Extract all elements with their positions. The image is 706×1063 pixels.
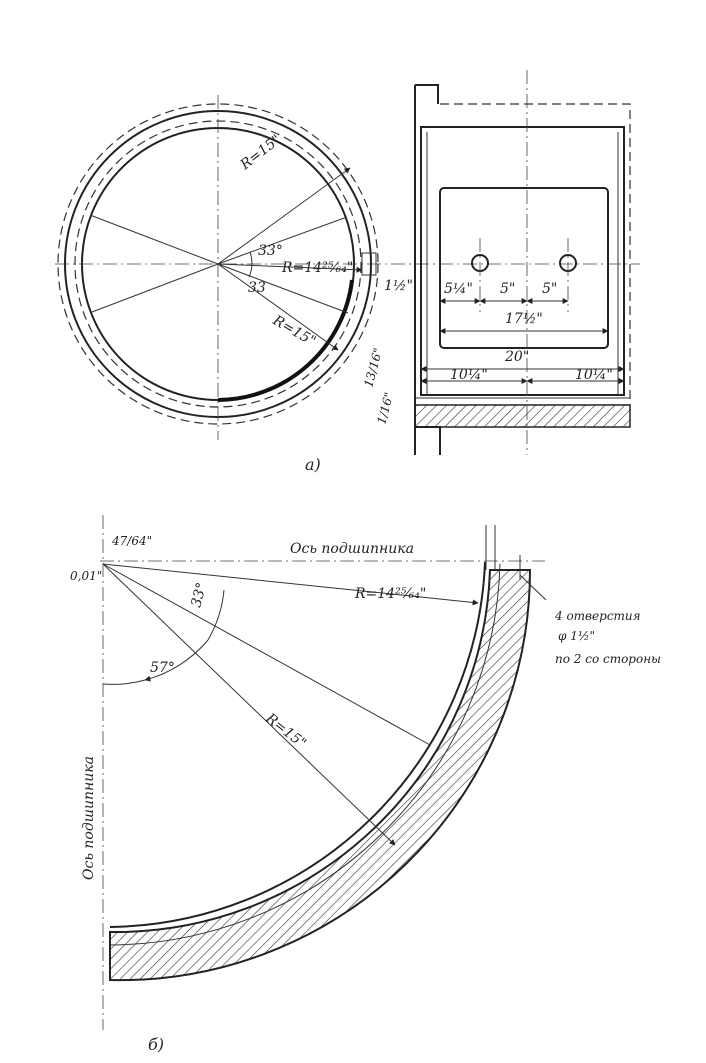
r-outer-label: R=15" <box>237 132 284 174</box>
radius-33-down <box>217 263 349 314</box>
gap-box <box>361 252 377 276</box>
dim-116-label: 1/16" <box>374 391 396 426</box>
dim-1316-label: 13/16" <box>361 346 385 388</box>
angle-33-label: 33° <box>188 581 210 609</box>
angle-33-arc <box>207 589 225 641</box>
horizontal-axis-label: Ось подшипника <box>290 541 414 557</box>
view-a-caption: а) <box>305 455 321 474</box>
groove-window <box>439 187 609 349</box>
angle-top-label: 33° <box>258 243 283 259</box>
radius-outer-line <box>102 563 396 846</box>
radius-lower <box>217 263 339 351</box>
dim-5a-label: 5" <box>500 281 515 297</box>
radius-33-line <box>102 563 431 746</box>
angle-arc-top <box>249 251 253 265</box>
gap-label: 1½" <box>384 278 413 294</box>
angle-57-label: 57° <box>150 660 175 676</box>
holes-line-3: по 2 со стороны <box>555 652 661 666</box>
view-b-caption: б) <box>148 1035 164 1054</box>
offset-x-label: 0,01" <box>70 569 102 583</box>
holes-line-2: φ 1½" <box>558 629 595 643</box>
angle-57-arc <box>144 639 209 682</box>
holes-line-1: 4 отверстия <box>554 609 641 623</box>
babbitt-arc <box>217 279 354 402</box>
section-hatched-base <box>414 404 631 428</box>
section-step <box>415 84 439 104</box>
dim-1014b-label: 10¼" <box>575 367 613 383</box>
holes-leader <box>519 574 547 601</box>
angle-bottom-label: 33 <box>248 280 266 296</box>
dim-1014a-label: 10¼" <box>450 367 488 383</box>
radius-left-up <box>89 214 219 265</box>
radius-bore <box>217 263 363 273</box>
dim-5b-label: 5" <box>542 281 557 297</box>
section-dashed-envelope <box>440 103 631 405</box>
radius-bore-line <box>102 563 479 606</box>
angle-arc-bottom <box>248 263 253 278</box>
view-b-section: 47/64" 0,01" Ось подшипника R=14²⁵⁄₆₄" 3… <box>70 515 661 1030</box>
r-bore-label-b: R=14²⁵⁄₆₄" <box>354 586 426 602</box>
r-bore-label: R=14²⁵⁄₆₄" <box>281 260 353 276</box>
dim-514-label: 5¼" <box>444 281 473 297</box>
radius-left-down <box>91 263 219 313</box>
view-a-section: 5¼" 5" 5" 17½" 20" 10¼" 10¼" 13/16" 1/16… <box>361 70 631 455</box>
radius-upper <box>217 167 351 265</box>
radius-33-up <box>217 216 348 265</box>
section-inner-frame <box>420 126 625 396</box>
babbitt-inner-surface <box>109 561 486 928</box>
babbitt-layer-line <box>109 563 501 946</box>
dim-1712-label: 17½" <box>505 311 543 327</box>
view-a-ring: R=15" 33° R=14²⁵⁄₆₄" 33 R=15" 1½" <box>55 95 640 440</box>
angle-57-arc-lower <box>102 679 146 685</box>
dim-20-label: 20" <box>504 349 529 365</box>
hatched-shell <box>109 569 532 982</box>
vertical-axis-label: Ось подшипника <box>81 756 97 880</box>
offset-y-label: 47/64" <box>111 534 152 548</box>
section-base-step <box>415 426 441 455</box>
r-outer-label-b: R=15" <box>262 710 309 752</box>
